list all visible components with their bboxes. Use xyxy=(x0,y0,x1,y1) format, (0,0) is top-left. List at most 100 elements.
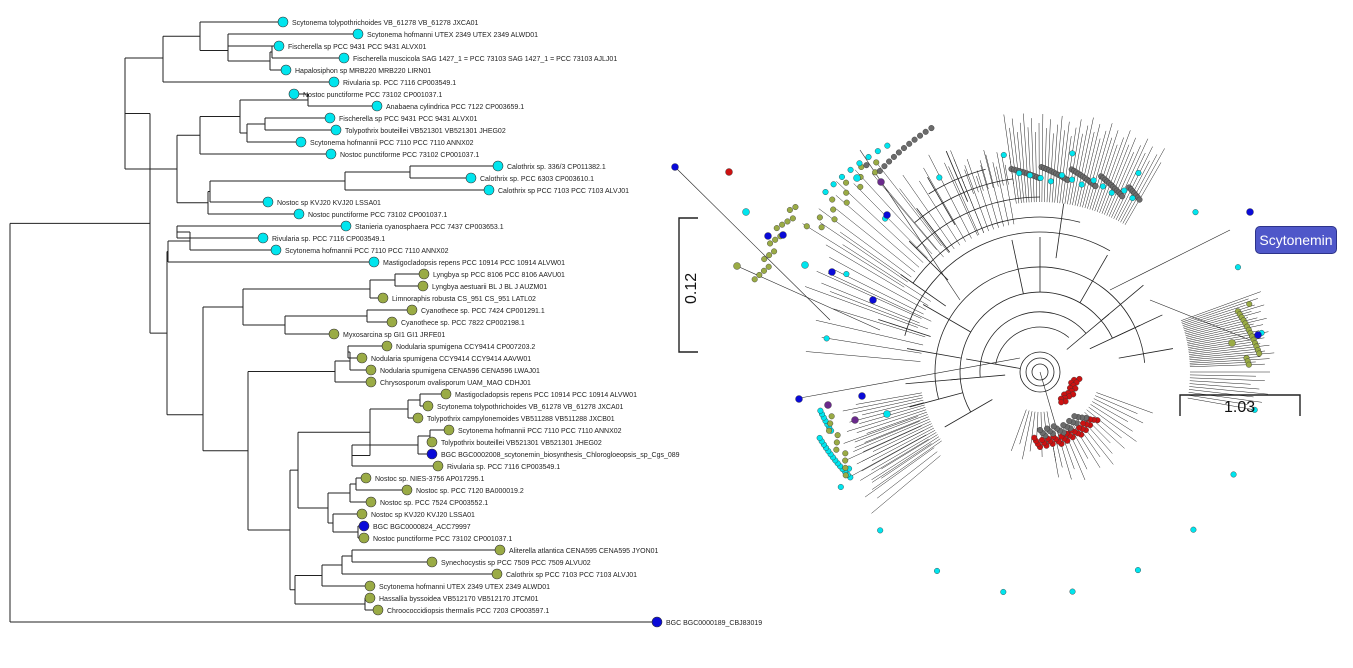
tip-marker[interactable] xyxy=(803,223,810,230)
tip-marker[interactable] xyxy=(1027,172,1034,179)
leaf-node-marker[interactable] xyxy=(277,16,289,28)
tip-marker[interactable] xyxy=(1069,150,1076,157)
leaf-node-marker[interactable] xyxy=(494,544,506,556)
leaf-node-marker[interactable] xyxy=(465,172,477,184)
scytonemin-badge[interactable]: Scytonemin xyxy=(1255,226,1337,254)
tip-marker[interactable] xyxy=(801,261,809,269)
tip-marker[interactable] xyxy=(1092,183,1099,190)
tip-marker[interactable] xyxy=(1036,427,1043,434)
tip-marker[interactable] xyxy=(829,196,836,203)
leaf-node-marker[interactable] xyxy=(352,28,364,40)
tip-marker[interactable] xyxy=(1000,152,1007,159)
leaf-node-marker[interactable] xyxy=(365,496,377,508)
tip-marker[interactable] xyxy=(876,167,883,174)
tip-marker[interactable] xyxy=(884,142,891,149)
leaf-node-marker[interactable] xyxy=(651,616,663,628)
tip-marker[interactable] xyxy=(833,446,840,453)
tip-marker[interactable] xyxy=(756,271,763,278)
tip-marker[interactable] xyxy=(733,262,741,270)
tip-marker[interactable] xyxy=(786,206,793,213)
leaf-node-marker[interactable] xyxy=(368,256,380,268)
tip-marker[interactable] xyxy=(877,527,884,534)
leaf-node-marker[interactable] xyxy=(262,196,274,208)
tip-marker[interactable] xyxy=(874,148,881,155)
tip-marker[interactable] xyxy=(1135,170,1142,177)
leaf-node-marker[interactable] xyxy=(483,184,495,196)
tip-marker[interactable] xyxy=(911,136,918,143)
tip-marker[interactable] xyxy=(1256,350,1263,357)
tip-marker[interactable] xyxy=(789,215,796,222)
tip-marker[interactable] xyxy=(883,211,891,219)
tip-marker[interactable] xyxy=(895,149,902,156)
tip-marker[interactable] xyxy=(900,145,907,152)
leaf-node-marker[interactable] xyxy=(328,76,340,88)
tip-marker[interactable] xyxy=(856,160,863,167)
leaf-node-marker[interactable] xyxy=(418,268,430,280)
tip-marker[interactable] xyxy=(1246,208,1254,216)
leaf-node-marker[interactable] xyxy=(443,424,455,436)
tip-marker[interactable] xyxy=(760,267,767,274)
tip-marker[interactable] xyxy=(858,392,866,400)
tip-marker[interactable] xyxy=(881,163,888,170)
leaf-node-marker[interactable] xyxy=(295,136,307,148)
tip-marker[interactable] xyxy=(1071,413,1078,420)
tip-marker[interactable] xyxy=(1234,264,1241,271)
tip-marker[interactable] xyxy=(823,335,830,342)
leaf-node-marker[interactable] xyxy=(324,112,336,124)
tip-marker[interactable] xyxy=(1080,420,1087,427)
leaf-node-marker[interactable] xyxy=(422,400,434,412)
tip-marker[interactable] xyxy=(853,174,861,182)
leaf-node-marker[interactable] xyxy=(440,388,452,400)
tip-marker[interactable] xyxy=(890,153,897,160)
tip-marker[interactable] xyxy=(1246,301,1253,308)
tip-marker[interactable] xyxy=(842,457,849,464)
tip-marker[interactable] xyxy=(766,252,773,259)
tip-marker[interactable] xyxy=(928,125,935,132)
leaf-node-marker[interactable] xyxy=(412,412,424,424)
tip-marker[interactable] xyxy=(843,189,850,196)
tip-marker[interactable] xyxy=(1090,177,1097,184)
tip-marker[interactable] xyxy=(771,248,778,255)
tip-marker[interactable] xyxy=(865,153,872,160)
tip-marker[interactable] xyxy=(1000,588,1007,595)
leaf-node-marker[interactable] xyxy=(365,364,377,376)
leaf-node-marker[interactable] xyxy=(293,208,305,220)
leaf-node-marker[interactable] xyxy=(401,484,413,496)
tip-marker[interactable] xyxy=(1245,361,1252,368)
leaf-node-marker[interactable] xyxy=(328,328,340,340)
leaf-node-marker[interactable] xyxy=(386,316,398,328)
tip-marker[interactable] xyxy=(828,413,835,420)
tip-marker[interactable] xyxy=(922,128,929,135)
tip-marker[interactable] xyxy=(842,472,849,479)
tip-marker[interactable] xyxy=(779,231,787,239)
tip-marker[interactable] xyxy=(1066,417,1073,424)
tip-marker[interactable] xyxy=(824,401,832,409)
tip-marker[interactable] xyxy=(784,218,791,225)
leaf-node-marker[interactable] xyxy=(364,580,376,592)
leaf-node-marker[interactable] xyxy=(356,352,368,364)
tip-marker[interactable] xyxy=(1119,193,1126,200)
tip-marker[interactable] xyxy=(826,427,833,434)
tip-marker[interactable] xyxy=(857,183,864,190)
leaf-node-marker[interactable] xyxy=(426,448,438,460)
tip-marker[interactable] xyxy=(822,189,829,196)
leaf-node-marker[interactable] xyxy=(364,592,376,604)
leaf-node-marker[interactable] xyxy=(492,160,504,172)
tip-marker[interactable] xyxy=(1016,170,1023,177)
leaf-node-marker[interactable] xyxy=(340,220,352,232)
leaf-node-marker[interactable] xyxy=(280,64,292,76)
leaf-node-marker[interactable] xyxy=(358,520,370,532)
tip-marker[interactable] xyxy=(1037,175,1044,182)
tip-marker[interactable] xyxy=(838,173,845,180)
tip-marker[interactable] xyxy=(779,221,786,228)
tip-marker[interactable] xyxy=(1230,471,1237,478)
tip-marker[interactable] xyxy=(1050,423,1057,430)
tip-marker[interactable] xyxy=(816,214,823,221)
leaf-node-marker[interactable] xyxy=(358,532,370,544)
tip-marker[interactable] xyxy=(827,420,834,427)
tip-marker[interactable] xyxy=(1078,181,1085,188)
tip-marker[interactable] xyxy=(843,199,850,206)
tip-marker[interactable] xyxy=(843,179,850,186)
tip-marker[interactable] xyxy=(1069,588,1076,595)
tip-marker[interactable] xyxy=(830,206,837,213)
